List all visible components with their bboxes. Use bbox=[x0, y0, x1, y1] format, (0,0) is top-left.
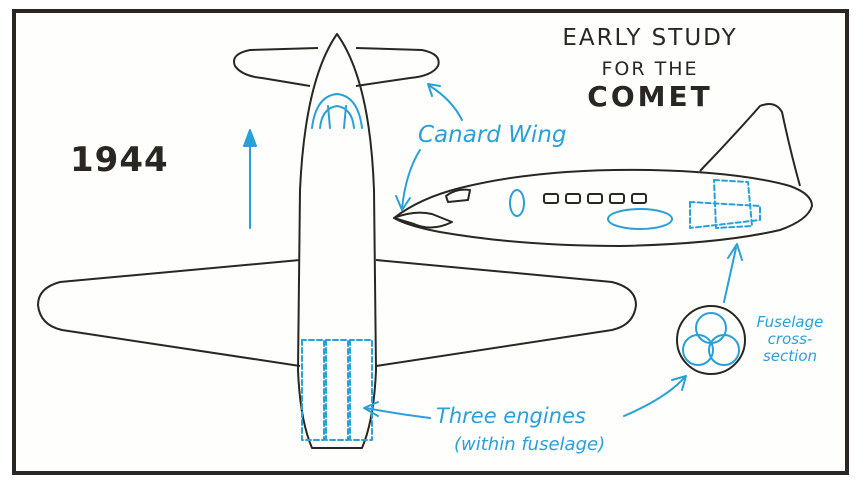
canard-wing-label: Canard Wing bbox=[418, 122, 567, 148]
top-view-canard-wing bbox=[233, 47, 440, 87]
top-view-right-wing bbox=[375, 259, 637, 367]
cross-section-engine-right bbox=[708, 334, 740, 366]
cross-section-arrow-icon bbox=[623, 377, 685, 417]
top-view-engines bbox=[301, 339, 373, 441]
cross-section-outer bbox=[676, 305, 746, 375]
side-view-engines bbox=[689, 179, 761, 229]
canard-arrow-up-icon bbox=[429, 85, 463, 121]
side-view-arrow-icon bbox=[723, 247, 737, 303]
side-view-fuselage bbox=[393, 168, 813, 247]
three-engines-label: Three engines bbox=[436, 404, 586, 428]
title-line-3: COMET bbox=[587, 80, 713, 113]
top-view-left-wing bbox=[37, 259, 301, 367]
top-view-cockpit-glazing bbox=[311, 93, 363, 129]
side-view-canard bbox=[393, 211, 453, 229]
side-view-windows bbox=[543, 193, 647, 204]
year-label: 1944 bbox=[70, 140, 169, 180]
within-fuselage-label: (within fuselage) bbox=[454, 434, 606, 455]
cross-section-engine-top bbox=[695, 312, 727, 344]
title-line-2: FOR THE bbox=[601, 58, 699, 80]
title-line-1: EARLY STUDY bbox=[562, 25, 738, 51]
side-view-engine-intake bbox=[607, 208, 673, 230]
engines-arrow-icon bbox=[365, 407, 431, 419]
canard-arrow-down-icon bbox=[401, 149, 421, 209]
fuselage-cross-section-label: Fuselage cross-section bbox=[756, 313, 824, 365]
side-view-tail-fin bbox=[699, 103, 801, 187]
side-view-cockpit bbox=[445, 188, 471, 203]
side-view-door bbox=[509, 189, 525, 217]
top-view-fuselage bbox=[297, 33, 377, 449]
cross-section-engine-left bbox=[682, 334, 714, 366]
